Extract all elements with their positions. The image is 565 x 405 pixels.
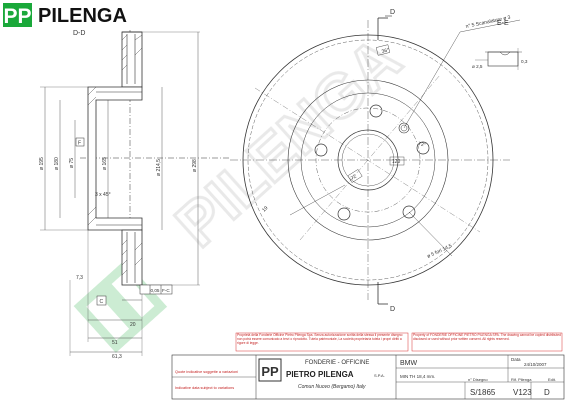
brand-name: PILENGA [38,5,127,27]
groove-depth: 0,3 [521,59,528,64]
dim-w20: 20 [130,322,136,328]
dim-d165: ø 165 [102,157,108,170]
ref-label: Rif. Pilenga [511,377,532,382]
dim-d214: ø 214,5 [156,159,162,176]
flatness-frame: 0,05 F-C [139,284,173,295]
rim-19: 19 [261,205,269,213]
groove-width: ø 2,5 [472,64,483,69]
indicative-note-en: Indicative data subject to variations [175,386,234,390]
bolt-hole [402,205,416,219]
pcd-120: 120 [392,159,401,165]
angle-72: 72° [418,141,427,148]
min-thickness: MIN TH 18,4 mm. [400,374,435,379]
edition-label: Edit. [548,377,556,382]
vehicle-make: BMW [400,360,418,367]
drawing-number-label: n° Disegno [468,377,488,382]
side-section-view [40,30,230,356]
section-label-dd: D-D [73,30,85,37]
brand-logo: PP PILENGA [3,3,127,28]
datum-c-label: C [100,299,104,305]
detail-e-e [475,48,522,70]
logo-letters: PP [3,5,31,28]
company-suffix: S.P.A. [374,373,385,378]
bolt-hole [369,104,383,118]
dim-d195: ø 195 [39,157,45,170]
flatness-datum: F-C [162,288,170,293]
watermark-text: PILENGA [163,25,414,261]
dim-w73: 7,3 [76,275,83,281]
dim-chamfer: 3 x 45° [95,192,111,198]
datum-f-frame: F [75,137,85,147]
ref-number: V123 [513,388,532,397]
title-block: Quote indicative soggette a variazioni I… [171,354,565,400]
datum-c-frame: C [96,295,107,306]
company-name: PIETRO PILENGA [286,370,354,379]
bolt-hole [416,141,430,155]
flatness-value: 0,05 [151,288,160,293]
legal-notes: Proprietà della Fonderie Officine Pietro… [235,332,563,352]
indicative-note-it: Quote indicative soggette a variazioni [175,370,238,374]
date-value: 24/10/2007 [524,362,547,367]
company-top: FONDERIE - OFFICINE [305,360,369,366]
date-label: Data [511,357,521,362]
bolt-holes [314,104,430,221]
logo-badge [3,3,32,27]
dim-d75: ø 75 [69,158,75,168]
dim-d298: ø 298 [192,159,198,172]
cut-marker-bottom: D [390,306,395,313]
edition-value: D [544,388,550,397]
dim-d180: ø 180 [54,157,60,170]
cut-marker-top: D [390,9,395,16]
dim-w613: 61,3 [112,354,122,360]
legal-note-en: Property of FONDERIE OFFICINE PIETRO PIL… [413,333,561,342]
company-address: Comun Nuovo (Bergamo) Italy [298,384,366,390]
company-logo-letters: PP [261,364,279,379]
company-logo [258,358,282,382]
front-view [230,15,521,305]
dim-w51: 51 [112,340,118,346]
center-72: 72 [350,174,358,182]
datum-f-label: F [78,141,81,147]
bolt-hole [314,143,328,157]
angle-36: 36° [381,47,390,55]
bolt-hole [337,207,351,221]
bolt-hole-spec: ø 5 fori 14,5 [426,243,453,260]
drawing-number: S/1865 [470,388,496,397]
side-view-dimensions: ø 195 ø 180 ø 75 ø 165 ø 214,5 ø 298 3 x… [39,157,198,360]
legal-note-it: Proprietà della Fonderie Officine Pietro… [237,333,403,346]
